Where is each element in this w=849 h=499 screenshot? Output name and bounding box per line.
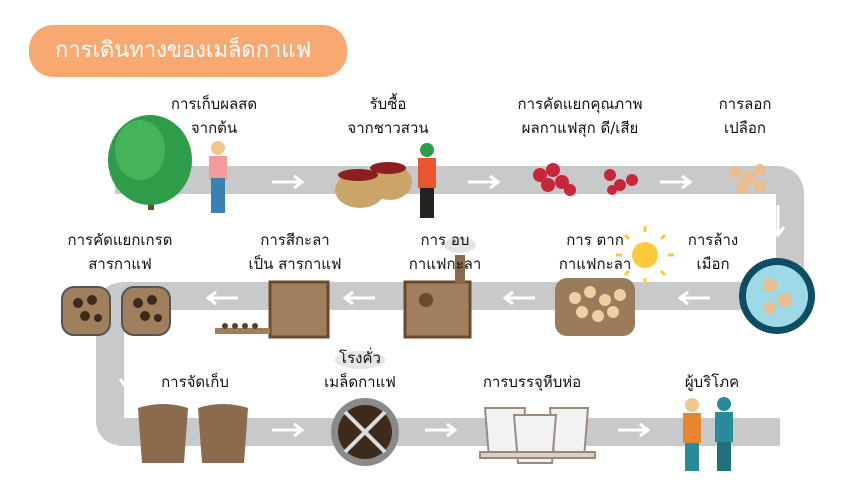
packaging-boxes-icon [479, 407, 596, 464]
step-line: กาแฟกะลา [558, 255, 632, 273]
step-grading-label: การคัดแยกเกรดสารกาแฟ [68, 228, 173, 276]
step-packaging-label: การบรรจุหีบห่อ [483, 370, 581, 394]
step-line: การ ตาก [566, 231, 624, 249]
coffee-sacks-icon [335, 162, 412, 208]
storage-sacks-icon [138, 404, 248, 463]
tree-icon [108, 115, 192, 210]
step-line: กาแฟกะลา [408, 255, 482, 273]
step-line: การ อบ [420, 231, 470, 249]
peeled-beans-icon [729, 164, 766, 194]
step-line: เมล็ดกาแฟ [324, 373, 396, 391]
consumers-icon [683, 397, 733, 471]
roaster-icon [331, 351, 399, 466]
step-line: การบรรจุหีบห่อ [482, 373, 582, 391]
step-line: เป็น สารกาแฟ [248, 255, 342, 273]
step-storage-label: การจัดเก็บ [161, 370, 229, 394]
step-line: ผู้บริโภค [684, 373, 740, 391]
step-consumer-label: ผู้บริโภค [685, 370, 739, 394]
farmer-icon [209, 141, 227, 213]
drying-oven-icon [403, 237, 476, 339]
buyer-icon [418, 143, 436, 218]
step-roasting-label: โรงคั่วเมล็ดกาแฟ [324, 346, 396, 394]
step-oven-drying-label: การ อบกาแฟกะลา [409, 228, 482, 276]
step-line: สารกาแฟ [88, 255, 152, 273]
graded-beans-bins-icon [61, 286, 171, 336]
step-line: การล้าง [687, 231, 739, 249]
step-line: ผลกาแฟสุก ดี/เสีย [521, 119, 639, 137]
red-coffee-cherries-icon [533, 163, 638, 196]
step-line: การคัดแยกคุณภาพ [517, 95, 643, 113]
step-purchase-label: รับซื้อจากชาวสวน [347, 92, 428, 140]
step-line: การจัดเก็บ [161, 373, 229, 391]
arrows [118, 174, 786, 438]
washing-basin-icon [739, 258, 815, 334]
step-line: โรงคั่ว [339, 349, 381, 367]
step-line: การสีกะลา [260, 231, 330, 249]
hulling-machine-icon [215, 280, 330, 339]
page-title: การเดินทางของเมล็ดกาแฟ [29, 25, 347, 77]
step-harvest-label: การเก็บผลสดจากต้น [171, 92, 257, 140]
step-line: จากต้น [190, 119, 238, 137]
step-line: การเก็บผลสด [170, 95, 258, 113]
step-sun-drying-label: การ ตากกาแฟกะลา [559, 228, 632, 276]
step-line: การลอก [718, 95, 772, 113]
step-pulping-label: การลอกเปลือก [719, 92, 772, 140]
step-sorting-label: การคัดแยกคุณภาพผลกาแฟสุก ดี/เสีย [517, 92, 642, 140]
step-washing-label: การล้างเมือก [688, 228, 739, 276]
drying-tray-icon [555, 278, 635, 336]
step-hulling-label: การสีกะลาเป็น สารกาแฟ [248, 228, 341, 276]
step-line: เมือก [696, 255, 730, 273]
step-line: จากชาวสวน [347, 119, 429, 137]
step-line: รับซื้อ [369, 95, 407, 113]
step-line: การคัดแยกเกรด [67, 231, 173, 249]
step-line: เปลือก [724, 119, 766, 137]
sun-icon [616, 226, 674, 284]
